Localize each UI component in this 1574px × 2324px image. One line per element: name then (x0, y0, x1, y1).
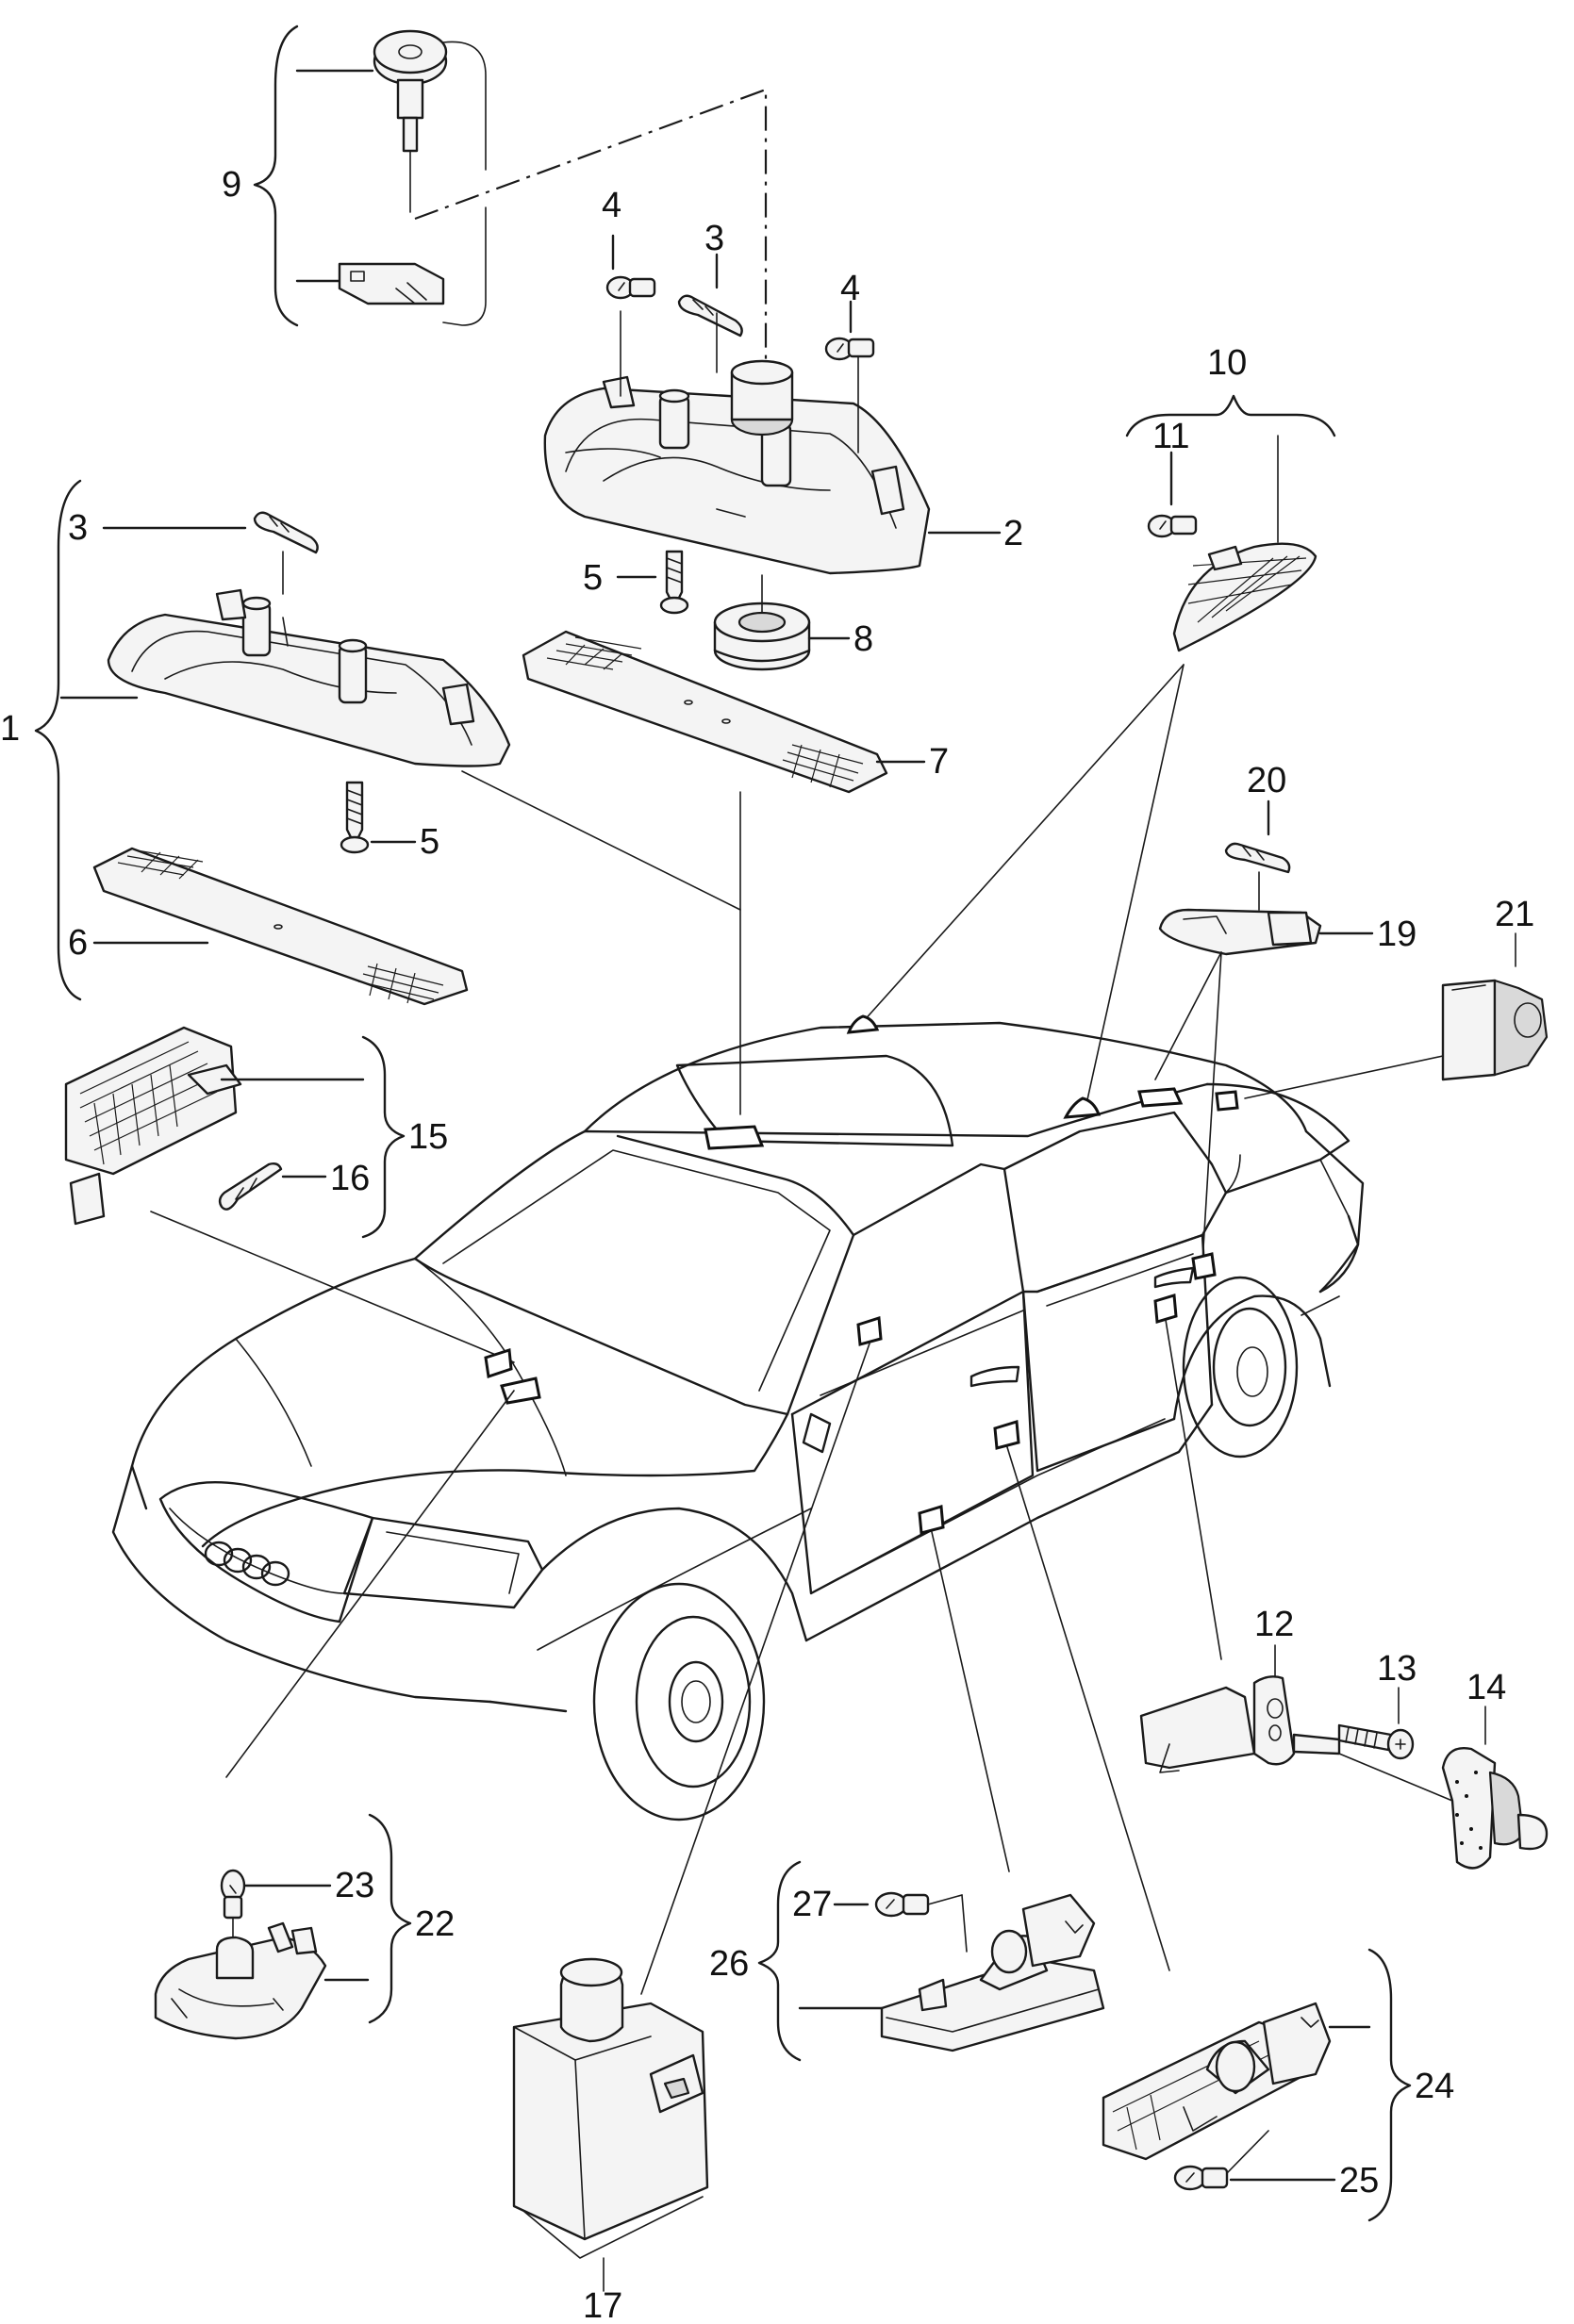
callout-labels: 9 4 3 4 2 5 8 7 3 1 5 6 10 11 20 19 21 1… (0, 165, 1534, 2324)
callout-17: 17 (583, 2286, 622, 2324)
part-8-socket (713, 574, 851, 671)
part-26-door-lamp (798, 1893, 1105, 2052)
part-1-interior-lamp (107, 588, 511, 767)
part-20-bulb (1224, 799, 1291, 911)
callout-16: 16 (330, 1159, 370, 1198)
callout-9: 9 (222, 165, 241, 205)
callout-4-upper-left: 4 (602, 186, 621, 225)
part-22-lamp (154, 1921, 370, 2040)
part-14-cap (1441, 1706, 1549, 1870)
bracket-10 (1125, 394, 1336, 437)
callout-6: 6 (68, 923, 88, 963)
part-21-switch (1244, 932, 1549, 1099)
part-16-bulb (218, 1162, 327, 1211)
callout-4-upper-right: 4 (840, 269, 860, 308)
part-19-lamp-housing (1158, 908, 1374, 956)
callout-20: 20 (1247, 761, 1286, 800)
callout-23: 23 (335, 1866, 374, 1905)
callout-12: 12 (1254, 1605, 1294, 1644)
part-27-bulb (833, 1891, 968, 1953)
part-3-bulb (677, 253, 743, 373)
part-10-reading-lamp (1172, 435, 1317, 652)
part-2-interior-lamp (543, 359, 931, 575)
callout-21: 21 (1495, 895, 1534, 934)
part-9-switch (295, 29, 487, 326)
callout-3-lower: 3 (68, 508, 88, 548)
part-4-bulb-left (605, 234, 656, 397)
callout-22: 22 (415, 1904, 455, 1944)
callout-19: 19 (1377, 915, 1417, 954)
bracket-9 (253, 25, 299, 327)
part-17-switch (512, 1957, 709, 2292)
callout-27: 27 (792, 1885, 832, 1924)
callout-2: 2 (1003, 514, 1023, 553)
part-5-screw-lower (340, 781, 417, 854)
part-24-door-lamp (1102, 2002, 1371, 2161)
part-12-contact-switch (1139, 1644, 1341, 1773)
part-6-lens (92, 847, 469, 1006)
part-3-bulb-lower (102, 511, 319, 595)
callout-24: 24 (1415, 2067, 1454, 2106)
callout-5-upper: 5 (583, 558, 603, 598)
part-7-lens (522, 630, 926, 794)
part-13-screw (1337, 1687, 1415, 1760)
bracket-1 (34, 479, 82, 1001)
part-11-bulb (1147, 451, 1198, 538)
car-body (111, 1021, 1365, 1821)
location-markers (484, 1014, 1239, 1535)
part-15-glovebox-lamp (64, 1026, 365, 1226)
callout-11: 11 (1152, 417, 1189, 456)
callout-13: 13 (1377, 1649, 1417, 1689)
callout-10: 10 (1207, 343, 1247, 383)
bracket-24 (1367, 1948, 1412, 2222)
bracket-26 (757, 1860, 802, 2062)
part-23-bulb (220, 1869, 332, 1943)
callout-14: 14 (1466, 1668, 1506, 1707)
bracket-15 (361, 1035, 406, 1239)
callout-3-upper: 3 (704, 219, 724, 258)
callout-7: 7 (929, 742, 949, 782)
part-4-bulb-right (824, 300, 875, 453)
part-5-screw-upper (616, 550, 689, 615)
callout-15: 15 (408, 1117, 448, 1157)
callout-5-lower: 5 (420, 822, 439, 862)
callout-8: 8 (853, 619, 873, 659)
callout-1: 1 (0, 709, 20, 749)
part-25-bulb (1173, 2130, 1336, 2191)
callout-25: 25 (1339, 2161, 1379, 2200)
bracket-22 (368, 1813, 412, 2024)
callout-26: 26 (709, 1944, 749, 1984)
